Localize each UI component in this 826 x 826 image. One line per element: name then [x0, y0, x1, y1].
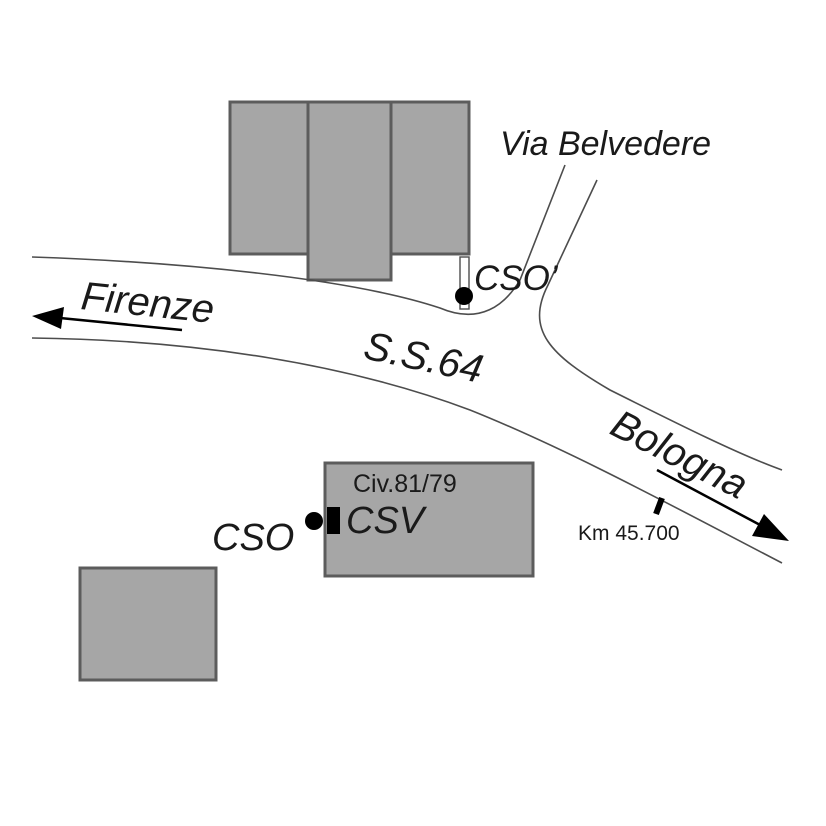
ss64-south-edge: [31, 337, 783, 564]
cso-prime-label: CSO’: [474, 259, 559, 298]
cso-label: CSO: [212, 517, 294, 559]
building-north-east: [389, 100, 471, 256]
buildings: [78, 100, 535, 682]
via-belvedere-east-edge: [538, 179, 783, 471]
csv-square: [327, 507, 340, 534]
cso-prime-dot: [455, 287, 473, 305]
via-belvedere-label: Via Belvedere: [500, 125, 711, 163]
ss64-north-edge: [31, 164, 566, 316]
building-civ-81-79: [323, 461, 535, 578]
building-south-west: [78, 566, 218, 682]
roads: [31, 164, 783, 564]
firenze-arrow-head: [32, 307, 64, 329]
km-marker-tick: [653, 496, 665, 516]
building-north-center: [306, 100, 393, 282]
building-north-west: [228, 100, 310, 256]
station-markers: [305, 287, 473, 534]
csv-label: CSV: [346, 500, 428, 542]
building-civ-label: Civ.81/79: [353, 470, 457, 498]
labels: Via Belvedere CSO’ Firenze S.S.64 Bologn…: [79, 125, 755, 559]
bologna-label: Bologna: [604, 402, 755, 508]
cso-dot: [305, 512, 323, 530]
km-marker-label: Km 45.700: [578, 522, 680, 545]
bologna-arrow-head: [752, 514, 789, 541]
cso-prime-post: [459, 256, 470, 310]
direction-arrows: [32, 307, 789, 541]
firenze-arrow-line: [59, 316, 183, 332]
bologna-arrow-line: [656, 468, 763, 528]
firenze-label: Firenze: [79, 274, 216, 332]
